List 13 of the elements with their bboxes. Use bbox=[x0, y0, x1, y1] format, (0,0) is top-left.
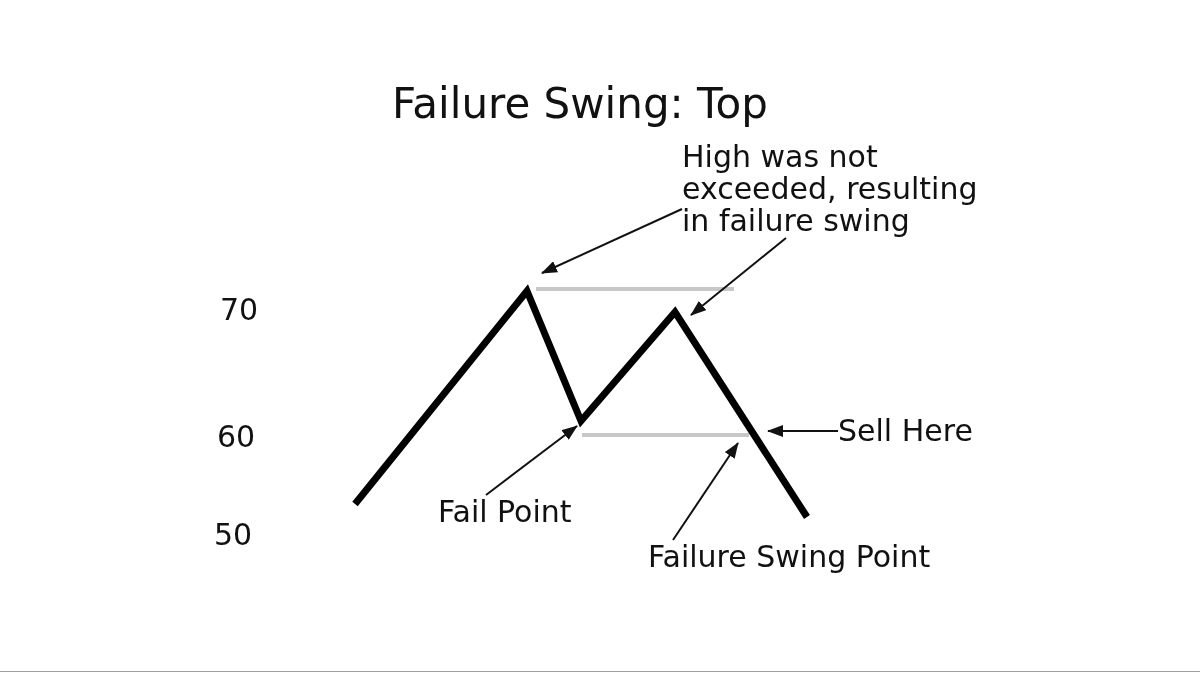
leader-arrow bbox=[485, 425, 578, 496]
callout-text: Fail Point bbox=[438, 495, 582, 529]
leader-arrow bbox=[541, 208, 683, 274]
callout-text: Failure Swing Point bbox=[648, 540, 942, 574]
chart-title: Failure Swing: Top bbox=[392, 80, 768, 128]
axis-value-label: 50 bbox=[214, 518, 253, 552]
callout-text: Sell Here bbox=[838, 414, 980, 448]
axis-value-label: 60 bbox=[217, 420, 256, 454]
leader-arrow bbox=[690, 237, 787, 316]
axis-value-label: 70 bbox=[220, 293, 259, 327]
leader-arrow bbox=[767, 425, 839, 437]
leader-arrow bbox=[672, 442, 739, 541]
callout-text: High was not exceeded, resulting in failure swing bbox=[682, 141, 1000, 238]
